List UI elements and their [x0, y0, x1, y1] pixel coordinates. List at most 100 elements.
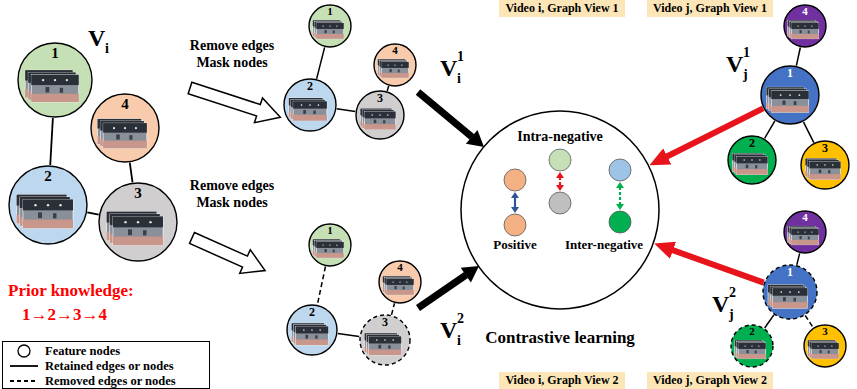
node-number: 3	[355, 92, 405, 104]
graph-edge	[392, 303, 395, 315]
graph-edge	[338, 334, 359, 337]
contrast-arrow	[664, 247, 764, 283]
view-caption: Video i, Graph View 1	[505, 1, 618, 16]
video-frame	[811, 343, 839, 359]
graph-edge	[803, 122, 813, 143]
pair-arrow	[511, 192, 519, 213]
graph-edge	[765, 121, 775, 139]
node-number: 1	[762, 266, 818, 278]
view-band: Video j, Graph View 2	[647, 372, 773, 389]
graph-node: 3	[98, 182, 178, 262]
operation-note: Remove edges Mask nodes	[182, 38, 282, 72]
video-frame	[386, 279, 414, 295]
graph-node: 4	[783, 210, 827, 254]
subscript: i	[105, 42, 109, 56]
graph-node: 1	[308, 223, 352, 267]
video-frame	[791, 229, 819, 245]
video-frame	[791, 23, 819, 39]
legend-text: Removed edges or nodes	[45, 374, 176, 388]
graph-node: 1	[760, 65, 820, 125]
subscript: i	[457, 72, 461, 86]
graph-symbol: V	[88, 26, 105, 50]
graph-edge	[317, 47, 325, 78]
graph-symbol: V	[440, 318, 457, 342]
node-number: 1	[760, 67, 820, 79]
legend-item: Retained edges or nodes	[3, 359, 209, 374]
node-number: 2	[286, 306, 338, 318]
video-frame	[23, 199, 73, 228]
graph-node: 4	[783, 4, 827, 48]
graph-edge	[130, 163, 133, 183]
video-frame	[296, 326, 329, 345]
node-number: 3	[800, 142, 850, 154]
feature-dot	[504, 169, 526, 191]
pair-label: Inter-negative	[544, 238, 664, 252]
legend-text: Retained edges or nodes	[45, 359, 174, 373]
feature-dot	[549, 192, 571, 214]
legend-item: Feature nodes	[3, 344, 209, 359]
graph-node: 3	[800, 140, 850, 190]
node-number: 2	[283, 80, 337, 92]
operation-note: Remove edges Mask nodes	[182, 178, 282, 212]
prior-order: 1→2→3→4	[22, 306, 107, 323]
video-frame	[316, 242, 344, 258]
graph-edge	[797, 253, 800, 264]
node-number: 3	[359, 316, 411, 328]
pair-arrow	[616, 182, 624, 210]
feature-dot	[549, 149, 571, 171]
graph-node: 2	[730, 324, 774, 368]
node-number: 4	[783, 212, 827, 223]
node-number: 1	[17, 46, 93, 61]
node-number: 2	[730, 326, 774, 337]
input-arrowhead	[461, 266, 479, 283]
legend-sample	[8, 359, 40, 373]
subscript: j	[729, 308, 734, 322]
legend-sample	[8, 374, 40, 388]
video-frame	[773, 288, 808, 308]
subscript: i	[457, 334, 461, 348]
superscript: 1	[457, 50, 464, 64]
graph-node: 2	[727, 135, 777, 185]
graph-node: 4	[373, 43, 417, 87]
video-frame	[293, 101, 327, 120]
hollow-arrow	[187, 226, 271, 282]
node-number: 3	[98, 186, 178, 201]
node-number: 2	[727, 137, 777, 149]
video-frame	[369, 336, 402, 355]
superscript: 2	[457, 312, 464, 326]
pair-label: Intra-negative	[500, 129, 620, 144]
graph-node: 2	[8, 165, 88, 245]
video-frame	[738, 343, 766, 359]
input-arrowhead	[466, 130, 484, 147]
feature-dot	[504, 214, 526, 236]
graph-node: 3	[359, 314, 411, 366]
video-frame	[316, 23, 344, 39]
legend-item: Removed edges or nodes	[3, 374, 209, 389]
graph-symbol: V	[440, 56, 457, 80]
graph-node: 3	[355, 90, 405, 140]
video-frame	[31, 75, 79, 102]
node-number: 2	[8, 169, 88, 184]
legend-text: Feature nodes	[45, 344, 120, 358]
node-number: 4	[378, 262, 422, 273]
node-number: 4	[783, 6, 827, 17]
legend-sample	[8, 344, 40, 358]
graph-node: 2	[283, 78, 337, 132]
graph-edge	[387, 86, 388, 91]
graph-edge	[50, 118, 53, 165]
subscript: j	[743, 68, 748, 82]
input-arrow	[418, 92, 472, 137]
feature-dot	[609, 211, 631, 233]
graph-node: 4	[90, 93, 160, 163]
view-band: Video i, Graph View 2	[499, 372, 624, 389]
pair-label: Positive	[455, 238, 575, 252]
graph-symbol: V	[712, 292, 729, 316]
input-arrow	[418, 275, 466, 308]
graph-edge	[805, 315, 813, 327]
graph-edge	[765, 315, 774, 328]
node-number: 3	[803, 326, 847, 337]
video-frame	[736, 157, 767, 175]
superscript: 1	[743, 46, 750, 60]
prior-note: Prior knowledge:	[8, 282, 134, 299]
graph-node: 3	[803, 324, 847, 368]
